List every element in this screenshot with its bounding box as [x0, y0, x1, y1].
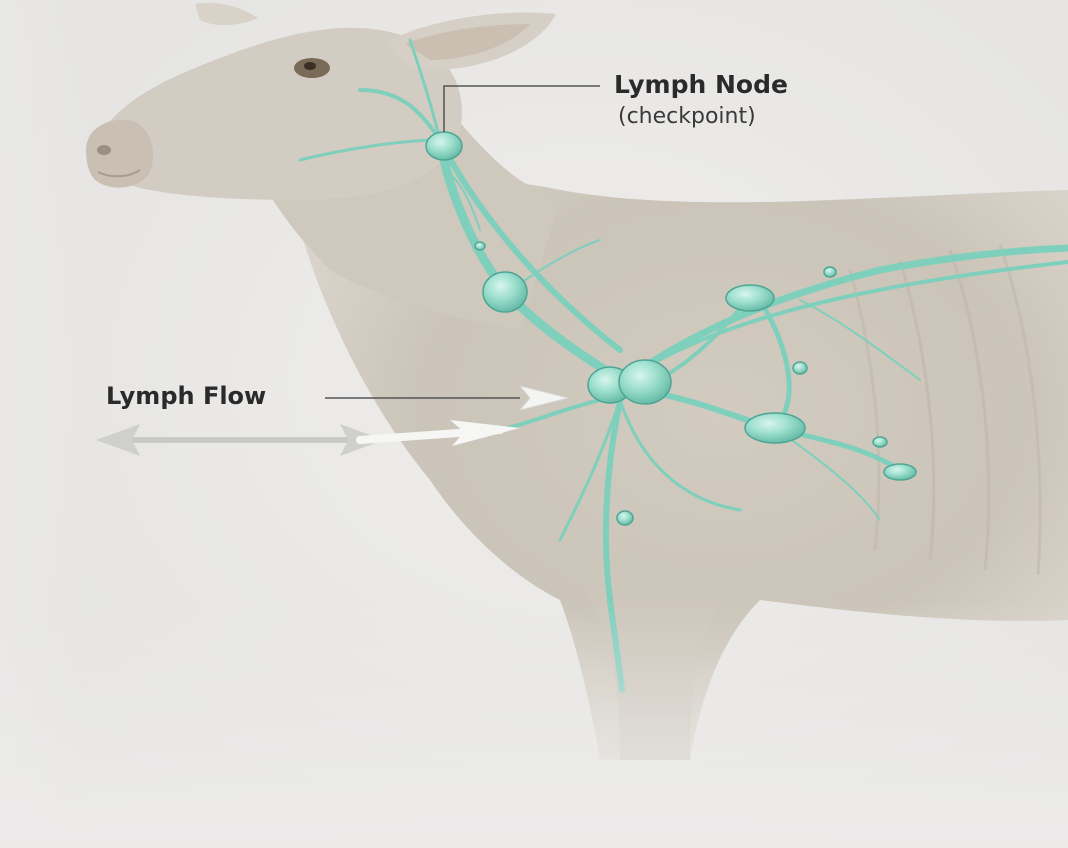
- lymph-node-leader-line: [444, 86, 600, 132]
- lymph-node-sublabel: (checkpoint): [618, 104, 756, 129]
- lymph-node-small-5: [824, 267, 836, 277]
- lymph-node-label: Lymph Node: [614, 70, 788, 99]
- lymph-node-small-1: [884, 464, 916, 480]
- lymph-node-shoulder: [726, 285, 774, 311]
- lymph-node-small-3: [873, 437, 887, 447]
- lymph-node-mid-neck: [483, 272, 527, 312]
- lymph-node-small-4: [793, 362, 807, 374]
- lymph-node-small-2: [617, 511, 633, 525]
- lymph-flow-label: Lymph Flow: [106, 382, 266, 410]
- lymph-node-small-6: [475, 242, 485, 250]
- lymph-node-belly: [745, 413, 805, 443]
- lymph-node-neck: [426, 132, 462, 160]
- lymph-node-chest-right: [619, 360, 671, 404]
